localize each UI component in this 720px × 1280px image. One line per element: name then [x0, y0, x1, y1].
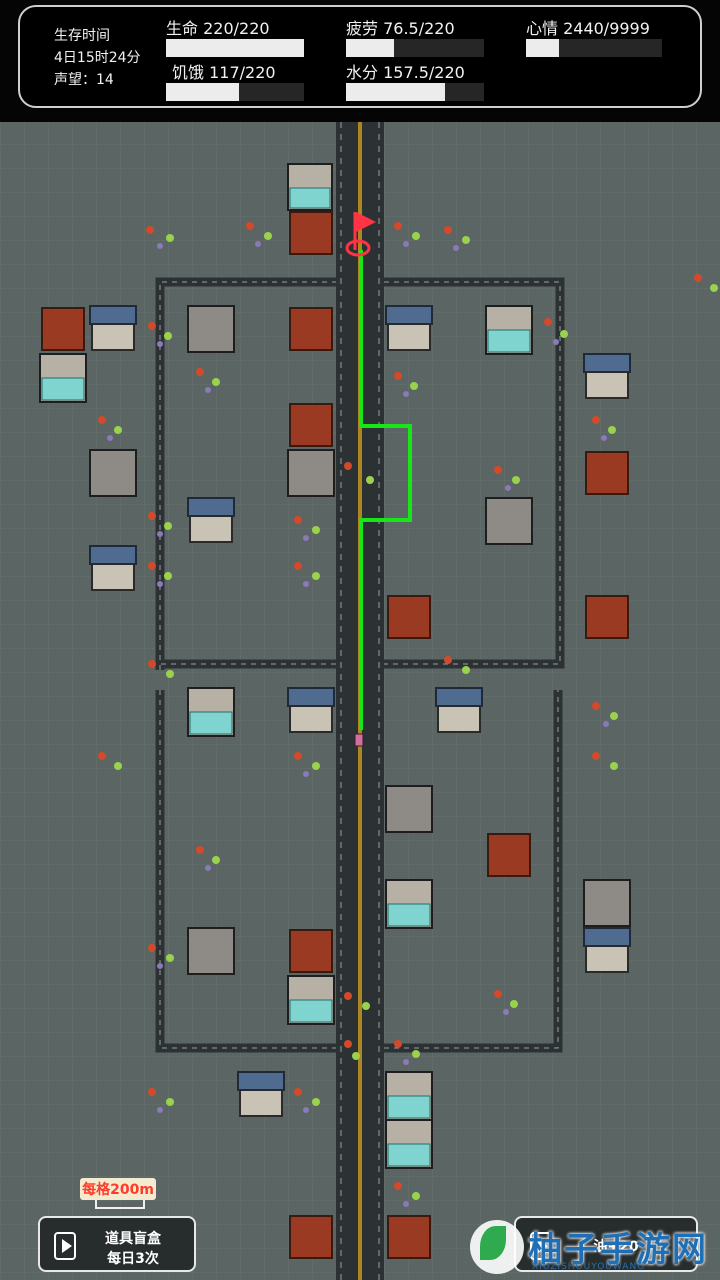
fatigue-bar [346, 39, 484, 57]
video-play-icon [530, 1232, 552, 1260]
blue-roof-houses [89, 305, 631, 1117]
destination-flag-icon[interactable] [345, 212, 376, 257]
red-roof-houses [41, 211, 629, 1259]
map-scale-label: 每格200m [80, 1178, 156, 1200]
survival-time-label: 生存时间 [54, 28, 110, 44]
video-play-icon [54, 1232, 76, 1260]
blind-box-button[interactable]: 道具盲盒 每日3次 [38, 1216, 196, 1272]
mood-bar [526, 39, 662, 57]
mood-label: 心情 2440/9999 [526, 19, 650, 38]
life-bar [166, 39, 304, 57]
site-watermark: 柚子手游网 XIUZISHOUYOUWANG [470, 1220, 710, 1276]
blind-box-subtitle: 每日3次 [107, 1251, 159, 1267]
blind-box-title: 道具盲盒 [105, 1231, 161, 1247]
survival-time-value: 4日15时24分 [54, 50, 141, 66]
water-label: 水分 157.5/220 [346, 63, 465, 82]
fuel-button[interactable]: 油+20 [514, 1216, 698, 1272]
pool-buildings [39, 163, 533, 1169]
map-scale-bar [95, 1200, 145, 1209]
hunger-label: 饥饿 117/220 [172, 63, 276, 82]
hunger-bar [166, 83, 304, 101]
zombie-hordes [98, 222, 718, 1207]
reputation-text: 声望：14 [54, 72, 114, 88]
travel-route [359, 250, 412, 730]
fatigue-label: 疲劳 76.5/220 [346, 19, 455, 38]
watermark-logo-icon [470, 1220, 524, 1274]
watermark-text: 柚子手游网 [528, 1230, 708, 1270]
water-bar [346, 83, 484, 101]
grey-buildings [89, 305, 631, 975]
player-vehicle[interactable] [354, 733, 364, 747]
watermark-subtext: XIUZISHOUYOUWANG [532, 1262, 646, 1272]
life-label: 生命 220/220 [166, 19, 270, 38]
status-panel: 生存时间 4日15时24分 声望：14 生命 220/220 饥饿 117/22… [18, 5, 702, 108]
fuel-label: 油+20 [593, 1239, 639, 1255]
